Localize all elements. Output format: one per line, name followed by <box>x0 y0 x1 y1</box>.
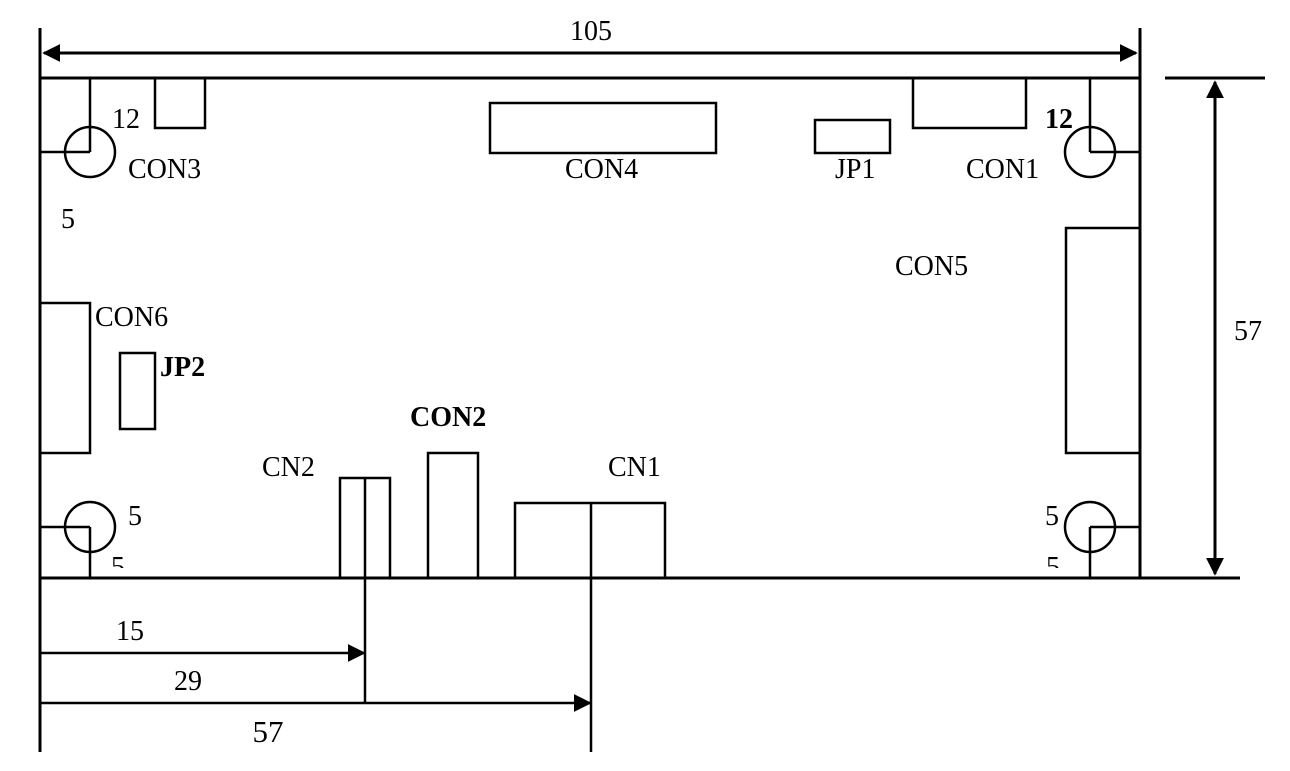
con6-body <box>38 301 92 455</box>
con4-label: CON4 <box>565 154 638 185</box>
cn1-label: CN1 <box>608 452 661 483</box>
con3-body <box>153 76 207 130</box>
mounting-hole-bottom-right <box>1063 500 1140 578</box>
dim-15-label: 15 <box>116 616 144 647</box>
jp2-label: JP2 <box>160 352 205 383</box>
con4-body <box>488 101 718 155</box>
height-dimension: 57 <box>1165 76 1265 576</box>
con2-body <box>426 451 480 580</box>
jp1: JP1 <box>813 118 892 185</box>
con5-label: CON5 <box>895 251 968 282</box>
jp1-body <box>813 118 892 155</box>
con2: CON2 <box>410 402 486 580</box>
con1-body <box>911 76 1028 130</box>
jp2-body <box>118 351 157 431</box>
con2-label: CON2 <box>410 402 486 433</box>
con1-label: CON1 <box>966 154 1039 185</box>
con4: CON4 <box>488 101 718 185</box>
width-dimension-label: 105 <box>570 16 612 47</box>
con6-label: CON6 <box>95 302 168 333</box>
cn2-label: CN2 <box>262 452 315 483</box>
hole-top-left-label: 12 <box>112 104 140 135</box>
mounting-hole-top-left <box>40 78 117 179</box>
con5-body <box>1064 226 1142 455</box>
con3-label: CON3 <box>128 154 201 185</box>
hole-bottom-right-side-label: 5 <box>1045 501 1059 532</box>
mounting-hole-top-right <box>1063 78 1140 179</box>
con5: CON5 <box>895 226 1142 455</box>
width-dimension: 105 <box>42 16 1138 62</box>
con3: CON3 <box>128 76 207 185</box>
dim-29-label: 29 <box>174 666 202 697</box>
con6: CON6 <box>38 301 168 455</box>
jp2: JP2 <box>118 351 205 431</box>
mounting-hole-bottom-left <box>40 500 117 578</box>
height-dimension-label: 57 <box>1234 316 1262 347</box>
left-margin-label: 5 <box>61 204 75 235</box>
board-outline <box>38 28 1240 752</box>
cn2: CN2 <box>262 452 392 580</box>
jp1-label: JP1 <box>835 154 875 185</box>
dim-57-label: 57 <box>253 714 284 749</box>
bottom-dimensions: 15 29 57 <box>40 478 593 752</box>
con1: CON1 <box>911 76 1039 185</box>
hole-top-right-label: 12 <box>1045 104 1073 135</box>
hole-bottom-left-side-label: 5 <box>128 501 142 532</box>
